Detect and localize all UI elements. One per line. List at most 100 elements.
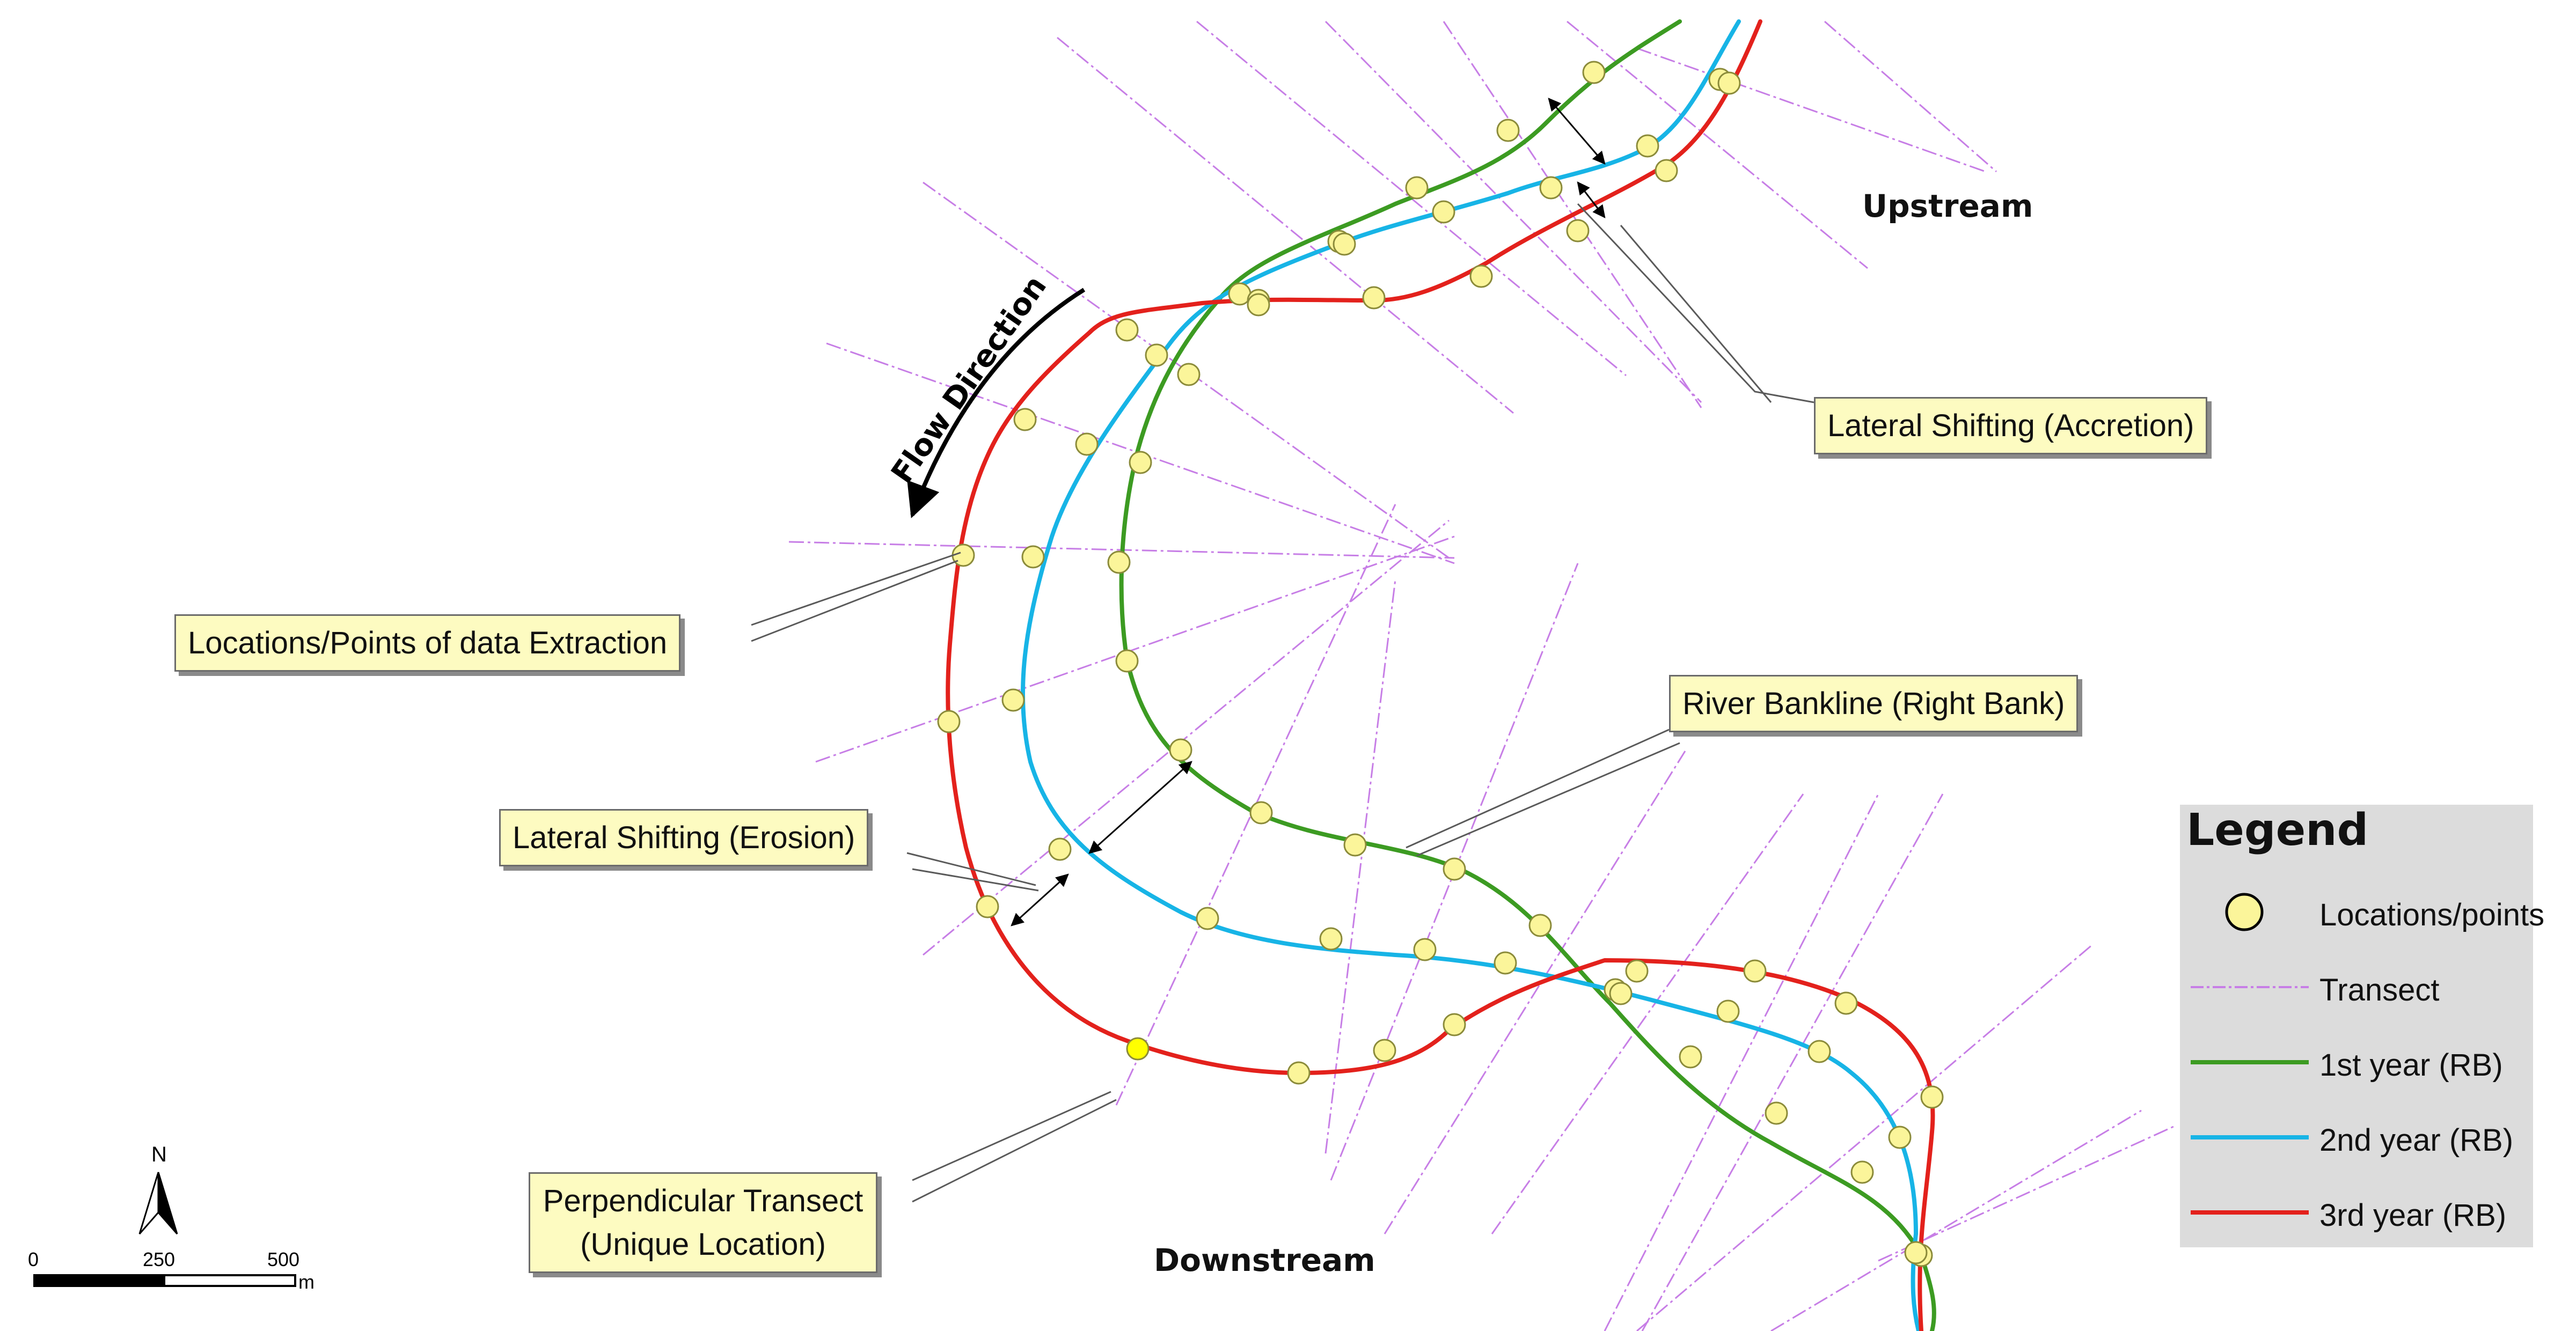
accretion-arrow-1 [1548, 98, 1606, 165]
legend-label-points: Locations/points [2319, 898, 2545, 932]
shift-arrows [1011, 98, 1606, 926]
extraction-point [1013, 408, 1037, 431]
extraction-point [1625, 959, 1649, 983]
extraction-point [1115, 649, 1139, 673]
extraction-point [1716, 999, 1740, 1023]
extraction-point [1048, 837, 1072, 861]
downstream-label: Downstream [1154, 1242, 1375, 1278]
extraction-point [1249, 801, 1273, 825]
extraction-point [1021, 545, 1045, 569]
callout-transect-line2: (Unique Location) [580, 1227, 826, 1262]
scale-tick-0: 0 [28, 1248, 39, 1270]
extraction-point [1075, 432, 1099, 456]
flow-direction-label: Flow Direction [884, 269, 1053, 490]
north-arrow-left [138, 1172, 159, 1234]
transect-line [815, 535, 1455, 763]
legend-item-year3: 3rd year (RB) [2180, 1186, 2533, 1239]
callout-bankline: River Bankline (Right Bank) [1669, 675, 2079, 733]
flow-direction-arrow [907, 288, 1086, 518]
extraction-point [1319, 927, 1343, 951]
extraction-point [1333, 232, 1356, 256]
leader-lines [751, 203, 1814, 1203]
transect-line [923, 519, 1450, 956]
transect-line [1384, 751, 1686, 1234]
green-line-icon [2191, 1060, 2309, 1064]
extraction-point [1247, 293, 1270, 317]
extraction-point [1582, 61, 1606, 84]
callout-extraction-points: Locations/Points of data Extraction [174, 614, 681, 672]
extraction-point [1566, 219, 1590, 242]
erosion-arrow-2 [1011, 873, 1069, 926]
extraction-point [1743, 959, 1767, 983]
legend: Legend Locations/points Transect 1st yea… [2180, 805, 2544, 1247]
extraction-point [1765, 1101, 1788, 1125]
extraction-point [1432, 200, 1455, 224]
callout-perpendicular-transect: Perpendicular Transect (Unique Location) [529, 1172, 877, 1274]
callout-erosion: Lateral Shifting (Erosion) [499, 809, 869, 867]
erosion-arrow-1 [1088, 761, 1192, 854]
bankline-year1 [1119, 19, 1936, 1331]
extraction-point [1287, 1061, 1311, 1085]
transect-line [1770, 1109, 2142, 1331]
extraction-point [1169, 738, 1192, 762]
extraction-point [1807, 1040, 1831, 1063]
callout-accretion: Lateral Shifting (Accretion) [1814, 397, 2208, 455]
extraction-point [1443, 857, 1466, 881]
accretion-arrow-2 [1577, 181, 1606, 218]
extraction-point [1528, 914, 1552, 937]
extraction-point [1496, 119, 1520, 142]
transect-line [1878, 1126, 2174, 1262]
extraction-point [1850, 1160, 1874, 1184]
transect-line [1636, 943, 2094, 1331]
extraction-point [1115, 318, 1139, 342]
transect-line [1641, 793, 1944, 1331]
legend-label-year2: 2nd year (RB) [2319, 1123, 2514, 1158]
scale-unit: m [298, 1271, 314, 1293]
extraction-point [1888, 1126, 1912, 1149]
legend-label-year1: 1st year (RB) [2319, 1048, 2503, 1083]
red-line-icon [2191, 1210, 2309, 1215]
extraction-point [976, 895, 999, 918]
transect-line [1324, 20, 1702, 403]
legend-label-year3: 3rd year (RB) [2319, 1198, 2507, 1233]
extraction-point [1494, 951, 1517, 975]
transect-line [1491, 793, 1804, 1234]
legend-title: Legend [2186, 805, 2369, 856]
extraction-point [1343, 833, 1367, 857]
north-label: N [151, 1143, 167, 1166]
north-arrow-right [157, 1172, 178, 1234]
extraction-point [1636, 134, 1659, 158]
extraction-point [1469, 264, 1493, 288]
transect-line [1324, 579, 1396, 1154]
transect-line [1636, 47, 1986, 173]
extraction-point [1904, 1241, 1928, 1264]
extraction-point [952, 543, 975, 567]
extraction-point [937, 710, 961, 733]
extraction-point [1362, 286, 1386, 310]
blue-line-icon [2191, 1135, 2309, 1139]
upstream-label: Upstream [1862, 188, 2033, 224]
extraction-point [1539, 176, 1563, 200]
scale-bar: 0 250 500 m [28, 1248, 314, 1293]
extraction-point [1655, 159, 1678, 182]
scale-tick-500: 500 [267, 1248, 299, 1270]
callout-transect-line1: Perpendicular Transect [543, 1183, 863, 1218]
extraction-point [1679, 1045, 1702, 1069]
extraction-points [937, 61, 1944, 1267]
extraction-point [1196, 907, 1219, 930]
scale-tick-250: 250 [143, 1248, 175, 1270]
extraction-point [1717, 71, 1741, 95]
legend-item-points: Locations/points [2180, 885, 2544, 939]
extraction-point [1177, 363, 1201, 386]
extraction-point [1609, 982, 1633, 1005]
legend-item-year2: 2nd year (RB) [2180, 1111, 2533, 1164]
legend-item-transect: Transect [2180, 960, 2533, 1014]
transect-line [1057, 36, 1514, 414]
dashed-line-icon [2191, 986, 2309, 988]
point-marker-icon [2225, 893, 2264, 931]
legend-item-year1: 1st year (RB) [2180, 1035, 2533, 1089]
extraction-point [1107, 550, 1131, 574]
extraction-point [1145, 343, 1168, 367]
extraction-point [1001, 688, 1025, 712]
